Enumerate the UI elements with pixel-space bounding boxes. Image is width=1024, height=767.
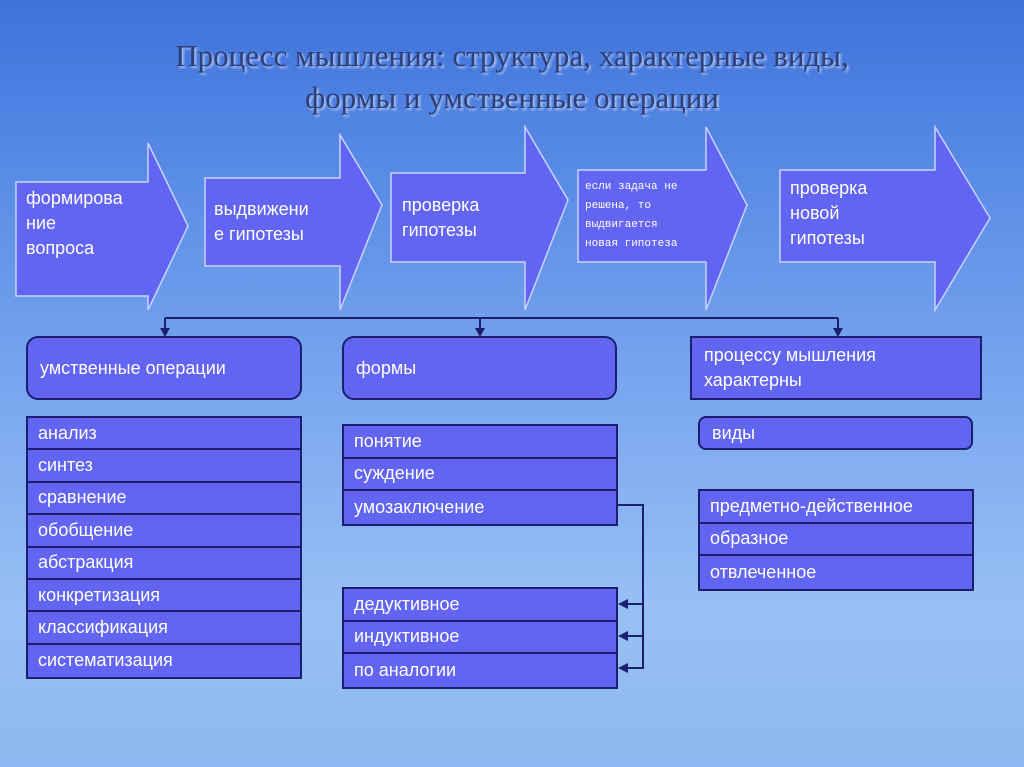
arrowhead-icon <box>160 328 170 337</box>
step-1-text: формирова ние вопроса <box>26 186 123 261</box>
step-line: если задача не <box>585 181 678 193</box>
list-item: понятие <box>344 426 616 459</box>
list-item: отвлеченное <box>710 561 817 582</box>
step-line: гипотезы <box>402 220 477 240</box>
kinds-subheader: виды <box>698 416 973 450</box>
list-item: анализ <box>28 418 300 451</box>
arrowhead-icon <box>618 631 628 641</box>
step-line: е гипотезы <box>214 224 304 244</box>
arrowhead-icon <box>475 328 485 337</box>
list-item: умозаключение <box>354 496 485 517</box>
arrowhead-icon <box>833 328 843 337</box>
step-line: вопроса <box>26 238 95 258</box>
step-line: проверка <box>790 178 868 198</box>
step-line: гипотезы <box>790 228 865 248</box>
list-item: образное <box>700 524 972 556</box>
list-item: конкретизация <box>28 580 300 613</box>
step-line: выдвижени <box>214 199 309 219</box>
step-line: ние <box>26 213 57 233</box>
list-item: систематизация <box>38 650 173 671</box>
step-line: решена, то <box>585 200 652 212</box>
title-line-2: формы и умственные операции <box>305 80 719 115</box>
step-arrow-5 <box>779 124 991 313</box>
operations-list: анализ синтез сравнение обобщение абстра… <box>26 416 302 680</box>
step-line: новой <box>790 203 840 223</box>
step-arrow-1 <box>15 142 189 311</box>
step-line: выдвигается <box>585 219 658 231</box>
forms-header: формы <box>342 336 617 400</box>
arrowhead-icon <box>618 663 628 673</box>
step-line: формирова <box>26 188 123 208</box>
arrowhead-icon <box>618 599 628 609</box>
list-item: суждение <box>344 459 616 491</box>
list-item: классификация <box>28 612 300 645</box>
step-4-text: если задача не решена, то выдвигается но… <box>585 178 677 254</box>
step-3-text: проверка гипотезы <box>402 193 479 243</box>
list-item: абстракция <box>28 548 300 580</box>
list-item: сравнение <box>28 483 300 516</box>
list-item: предметно-действенное <box>700 491 972 524</box>
inference-types-list: дедуктивное индуктивное по аналогии <box>342 587 618 689</box>
inference-bracket <box>617 504 644 669</box>
list-item: синтез <box>28 450 300 483</box>
kinds-header-line: характерны <box>704 370 802 390</box>
list-item: обобщение <box>28 515 300 548</box>
step-2-text: выдвижени е гипотезы <box>214 197 309 247</box>
step-line: проверка <box>402 195 480 215</box>
step-arrow-4 <box>577 126 748 311</box>
forms-list: понятие суждение умозаключение <box>342 424 618 526</box>
list-item: дедуктивное <box>344 589 616 622</box>
step-arrow-3 <box>390 124 569 311</box>
list-item: по аналогии <box>354 659 457 680</box>
kinds-list: предметно-действенное образное отвлеченн… <box>698 489 974 591</box>
operations-header: умственные операции <box>26 336 302 400</box>
step-line: новая гипотеза <box>585 238 678 250</box>
title-line-1: Процесс мышления: структура, характерные… <box>175 38 849 73</box>
step-arrow-2 <box>204 132 383 311</box>
kinds-header: процессу мышления характерны <box>690 336 982 400</box>
list-item: индуктивное <box>344 622 616 654</box>
kinds-header-line: процессу мышления <box>704 345 876 365</box>
step-5-text: проверка новой гипотезы <box>790 176 867 251</box>
